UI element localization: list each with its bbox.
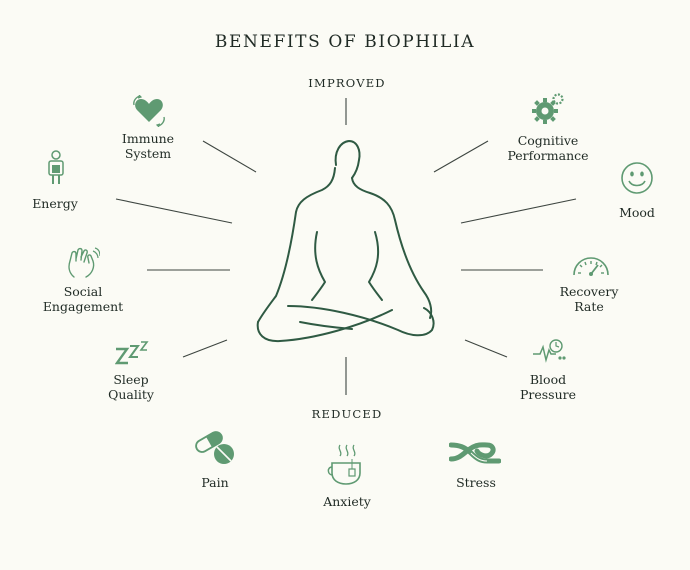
smiley-icon: [621, 162, 653, 194]
cognitive-connector: [433, 140, 489, 173]
pills-icon: [195, 431, 234, 464]
waving-hands-icon: [68, 247, 100, 278]
energy-connector: [115, 198, 233, 224]
mood-label: Mood: [619, 205, 655, 220]
gauge-icon: [573, 257, 609, 276]
gears-icon: [532, 93, 564, 124]
heartbeat-clock-icon: [533, 339, 566, 363]
heart-cycle-icon: [133, 95, 165, 127]
stress-label: Stress: [456, 475, 496, 490]
blood-connector: [464, 339, 508, 358]
anxiety-label: Anxiety: [323, 494, 371, 509]
teacup-icon: [327, 444, 361, 485]
page-title: BENEFITS OF BIOPHILIA: [214, 32, 476, 52]
reduced-heading: REDUCED: [311, 407, 383, 421]
energy-label: Energy: [32, 196, 78, 211]
knot-icon: [449, 442, 501, 464]
sleep-connector: [182, 339, 228, 358]
meditating-figure: [256, 140, 435, 343]
improved-heading: IMPROVED: [308, 76, 386, 90]
immune-connector: [202, 140, 257, 173]
person-battery-icon: [48, 150, 64, 184]
pain-label: Pain: [201, 475, 229, 490]
zzz-icon: [115, 341, 149, 365]
mood-connector: [460, 198, 577, 224]
